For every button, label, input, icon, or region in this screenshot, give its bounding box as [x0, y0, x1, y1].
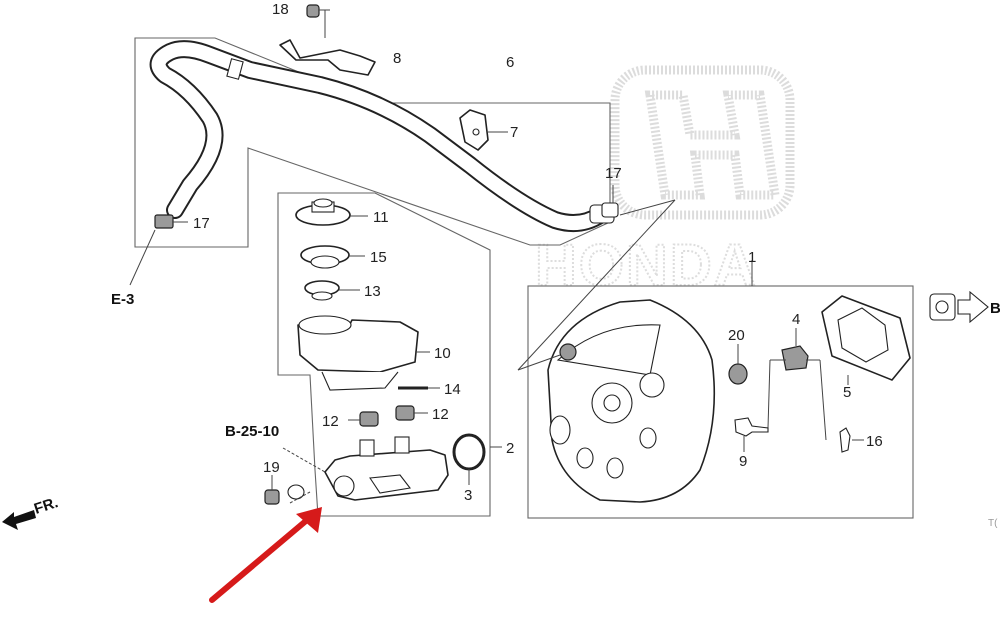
part-3-o-ring [452, 433, 486, 485]
honda-h-shape [644, 90, 781, 200]
booster-group-outline [527, 285, 914, 519]
part-8-bracket [279, 39, 376, 76]
part-2-master-cylinder [324, 436, 502, 501]
label-3: 3 [464, 487, 472, 504]
part-17-clip-right [601, 202, 619, 218]
front-label: FR. [32, 494, 60, 518]
front-arrow-icon [2, 510, 36, 530]
honda-wordmark: HONDA [535, 233, 758, 298]
part-20-nut [728, 363, 748, 385]
highlight-arrow [209, 507, 322, 603]
label-6: 6 [506, 54, 514, 71]
part-18-nut [306, 4, 320, 18]
part-17-clips [154, 185, 676, 229]
part-1-brake-booster [517, 199, 753, 503]
label-17-left: 17 [193, 215, 210, 232]
label-1: 1 [748, 249, 756, 266]
label-12-a: 12 [322, 413, 339, 430]
part-17-clip-left [154, 214, 174, 229]
ref-e3: E-3 [111, 291, 134, 308]
corner-code: T( [988, 518, 998, 529]
part-number-labels: 18 8 6 7 17 17 11 15 13 10 14 12 12 2 3 … [193, 1, 883, 504]
label-5: 5 [843, 384, 851, 401]
label-7: 7 [510, 124, 518, 141]
hose-tube-inner [151, 42, 607, 231]
honda-logo-mark [610, 65, 795, 220]
bracket-assembly [279, 4, 376, 76]
ref-right-b: B [990, 300, 1000, 317]
honda-watermark: HONDA [534, 65, 795, 299]
part-12-grommet-b [395, 405, 415, 421]
group-outlines [134, 37, 914, 519]
label-9: 9 [739, 453, 747, 470]
label-4: 4 [792, 311, 800, 328]
label-15: 15 [370, 249, 387, 266]
part-9-bolt [734, 417, 769, 437]
part-4-valve [781, 345, 809, 371]
part-19-nut-and-washer [264, 475, 305, 505]
hose-tube [149, 40, 609, 233]
label-20: 20 [728, 327, 745, 344]
label-2: 2 [506, 440, 514, 457]
part-12-grommet-a [359, 411, 379, 427]
right-reference [929, 290, 989, 324]
reference-labels: E-3 B-25-10 B T( [111, 291, 1000, 529]
label-8: 8 [393, 50, 401, 67]
label-13: 13 [364, 283, 381, 300]
booster-small-parts [728, 295, 911, 453]
label-17-right: 17 [605, 165, 622, 182]
reservoir-parts [295, 198, 440, 427]
hose-band-clip [226, 58, 244, 80]
vacuum-hose [149, 40, 615, 233]
front-direction-indicator: FR. [2, 494, 60, 530]
part-7-clip [459, 109, 508, 151]
label-11: 11 [373, 209, 389, 226]
ref-b25-10: B-25-10 [225, 423, 279, 440]
label-14: 14 [444, 381, 461, 398]
label-10: 10 [434, 345, 451, 362]
label-19: 19 [263, 459, 280, 476]
label-18: 18 [272, 1, 289, 18]
label-12-b: 12 [432, 406, 449, 423]
label-16: 16 [866, 433, 883, 450]
part-16-pin [839, 427, 851, 453]
